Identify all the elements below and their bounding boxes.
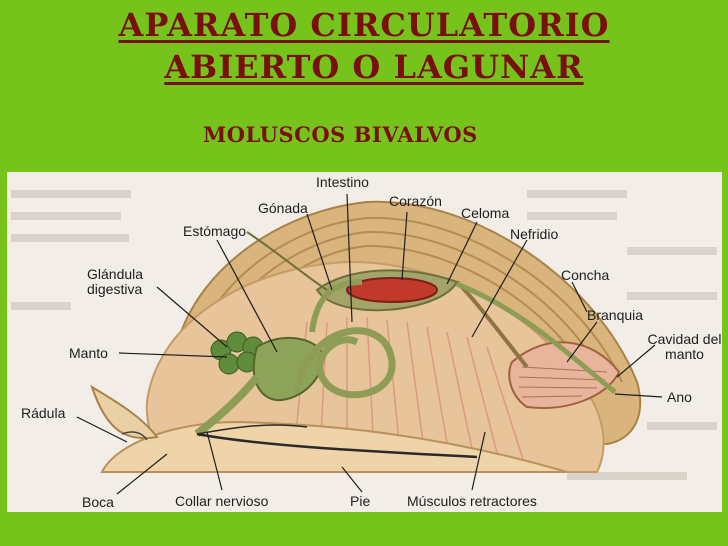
foot — [100, 420, 568, 473]
label-concha: Concha — [561, 267, 610, 283]
title-line-2: ABIERTO O LAGUNAR — [164, 48, 584, 86]
label-boca: Boca — [82, 494, 114, 510]
intestine — [293, 327, 396, 399]
label-radula: Rádula — [21, 405, 66, 421]
stomach — [252, 336, 324, 402]
subtitle: MOLUSCOS BIVALVOS — [203, 122, 478, 147]
label-gonada: Gónada — [258, 200, 308, 216]
gill — [508, 341, 621, 409]
label-intestino: Intestino — [316, 174, 369, 190]
label-musculos-retractores: Músculos retractores — [407, 493, 537, 509]
label-nefridio: Nefridio — [510, 226, 559, 242]
title-line-1: APARATO CIRCULATORIO — [118, 6, 610, 44]
label-branquia: Branquia — [587, 307, 644, 323]
bivalve-anatomy-figure: Intestino Gónada Corazón Celoma Estómago… — [7, 172, 722, 512]
label-glandula-digestiva: Glándula digestiva — [87, 266, 144, 297]
label-corazon: Corazón — [389, 193, 442, 209]
label-manto: Manto — [69, 345, 108, 361]
heart — [346, 277, 438, 303]
label-ano: Ano — [667, 389, 692, 405]
bivalve-illustration — [11, 190, 717, 495]
leader-lines — [76, 193, 663, 495]
label-celoma: Celoma — [461, 205, 510, 221]
label-collar-nervioso: Collar nervioso — [175, 493, 269, 509]
label-pie: Pie — [350, 493, 371, 509]
label-estomago: Estómago — [183, 223, 247, 239]
label-cavidad-del-manto: Cavidad del manto — [647, 331, 722, 362]
